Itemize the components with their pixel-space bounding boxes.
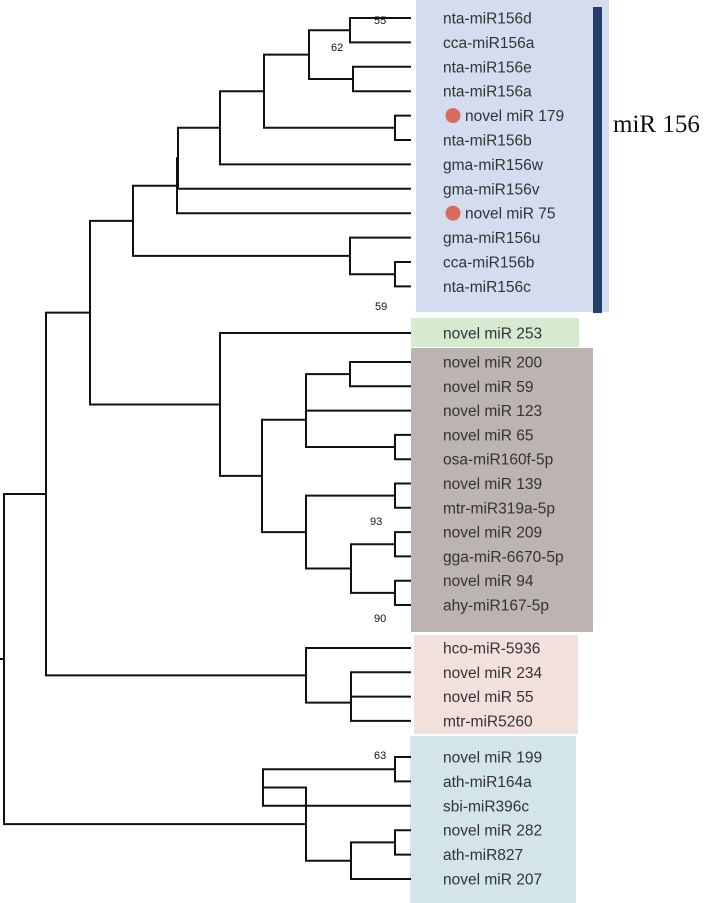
mir156-group-bar (593, 7, 602, 313)
leaf-label: gma-miR156v (443, 181, 540, 198)
leaf-label: novel miR 179 (465, 108, 564, 125)
leaf-label: novel miR 94 (443, 573, 534, 590)
highlight-pink-clade (414, 635, 578, 734)
leaf-label: cca-miR156a (443, 35, 535, 52)
leaf-label: ath-miR164a (443, 774, 532, 791)
leaf-label: cca-miR156b (443, 255, 534, 272)
bootstrap-value: 90 (374, 613, 386, 625)
leaf-label: novel miR 55 (443, 689, 533, 706)
leaf-label: novel miR 75 (465, 206, 555, 223)
highlight-mir156 (416, 0, 609, 312)
leaf-label: novel miR 209 (443, 525, 542, 542)
leaf-label: gga-miR-6670-5p (443, 549, 564, 566)
bootstrap-values: 55 62 59 93 90 63 (331, 15, 387, 762)
branch-lines (0, 17, 411, 880)
bootstrap-value: 55 (374, 15, 386, 27)
bootstrap-value: 62 (331, 42, 343, 54)
highlight-blue-clade (410, 736, 576, 903)
leaf-label: nta-miR156d (443, 11, 532, 28)
highlight-novel-253 (411, 318, 579, 347)
leaf-label: novel miR 139 (443, 476, 542, 493)
bootstrap-value: 59 (375, 301, 387, 313)
clade-highlights (410, 0, 609, 903)
bootstrap-value: 63 (374, 750, 386, 762)
novel-mirna-marker-dot (445, 108, 461, 124)
leaf-label: sbi-miR396c (443, 798, 529, 815)
highlight-gray-clade (411, 348, 593, 632)
leaf-label: ahy-miR167-5p (443, 598, 549, 615)
leaf-markers (445, 108, 461, 221)
bootstrap-value: 93 (370, 516, 382, 528)
leaf-label: gma-miR156w (443, 157, 544, 174)
leaf-label: nta-miR156b (443, 133, 532, 150)
leaf-label: hco-miR-5936 (443, 641, 540, 658)
leaf-label: novel miR 59 (443, 379, 533, 396)
tree-branches (0, 17, 411, 880)
novel-mirna-marker-dot (445, 205, 461, 221)
leaf-label: novel miR 253 (443, 326, 542, 343)
leaf-label: novel miR 234 (443, 665, 542, 682)
leaf-labels: nta-miR156d cca-miR156a nta-miR156e nta-miR… (443, 11, 564, 889)
leaf-label: novel miR 65 (443, 427, 533, 444)
leaf-label: novel miR 282 (443, 823, 542, 840)
leaf-label: novel miR 123 (443, 403, 542, 420)
leaf-label: novel miR 207 (443, 872, 542, 889)
leaf-label: gma-miR156u (443, 230, 540, 247)
leaf-label: novel miR 200 (443, 355, 542, 372)
leaf-label: nta-miR156e (443, 59, 532, 76)
leaf-label: novel miR 199 (443, 750, 542, 767)
leaf-label: osa-miR160f-5p (443, 452, 553, 469)
leaf-label: nta-miR156a (443, 84, 532, 101)
mir156-group-label: miR 156 (613, 111, 700, 138)
leaf-label: mtr-miR319a-5p (443, 500, 555, 517)
leaf-label: nta-miR156c (443, 279, 531, 296)
leaf-label: mtr-miR5260 (443, 713, 533, 730)
leaf-label: ath-miR827 (443, 847, 523, 864)
